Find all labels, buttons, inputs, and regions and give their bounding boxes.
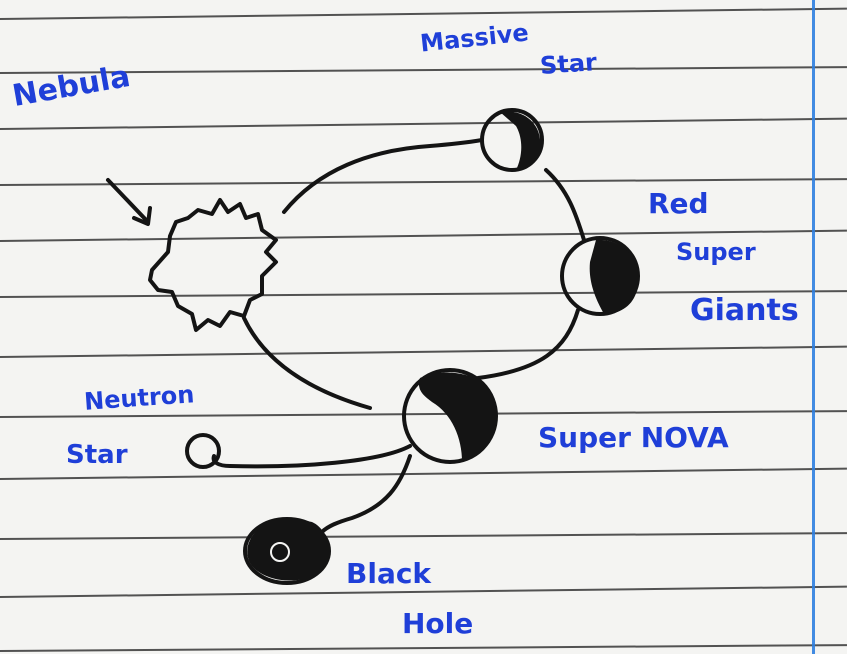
arrow-red-super-giant-to-super-nova: [476, 308, 580, 380]
arrow-nebula-to-super-nova: [242, 316, 372, 410]
label-neutron-star-line1: Neutron: [83, 380, 196, 416]
nebula-pointer-arrow: [106, 178, 152, 226]
red-super-giant-shading: [589, 239, 639, 314]
label-massive-star-line2: Star: [539, 48, 598, 80]
black-hole-ellipse: [243, 517, 331, 585]
label-red-super-giant-line3: Giants: [690, 293, 799, 328]
red-super-giant-circle: [560, 236, 640, 316]
nebula-shape: [148, 198, 278, 332]
label-neutron-star-line2: Star: [66, 440, 128, 470]
label-super-nova: Super NOVA: [538, 421, 729, 454]
label-black-hole-line2: Hole: [402, 607, 474, 640]
black-hole-shading: [247, 519, 328, 581]
arrow-super-nova-to-black-hole: [320, 454, 412, 534]
massive-star-shading: [500, 111, 541, 170]
label-red-super-giant-line1: Red: [648, 187, 709, 220]
neutron-star-circle: [185, 433, 221, 469]
super-nova-shading: [418, 372, 496, 462]
arrow-massive-star-to-red-super-giant: [544, 168, 586, 242]
massive-star-circle: [480, 108, 544, 172]
arrow-nebula-to-massive-star: [282, 138, 484, 214]
margin-line: [812, 0, 815, 654]
arrow-super-nova-to-neutron-star: [211, 444, 412, 469]
label-red-super-giant-line2: Super: [676, 238, 756, 266]
black-hole-inner-ring: [270, 542, 290, 562]
super-nova-circle: [402, 368, 498, 464]
label-black-hole-line1: Black: [346, 557, 432, 590]
